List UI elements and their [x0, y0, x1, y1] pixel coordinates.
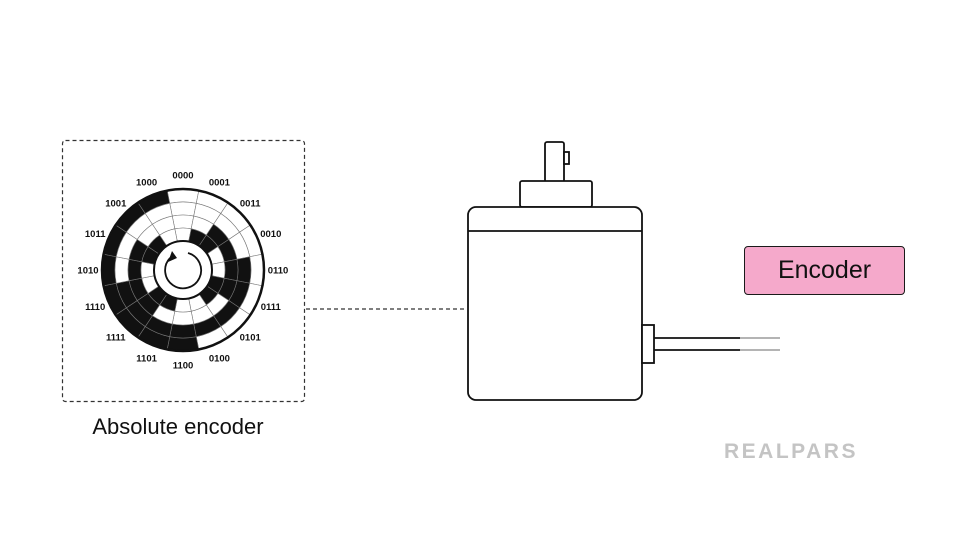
- disk-segment: [101, 253, 117, 287]
- disk-code-label: 1010: [77, 266, 98, 277]
- disk-code-label: 1111: [106, 333, 126, 344]
- disk-code-label: 0111: [261, 302, 282, 313]
- disk-code-label: 1100: [173, 361, 194, 372]
- disk-code-label: 0100: [209, 353, 230, 364]
- disk-code-label: 1001: [105, 198, 127, 209]
- encoder-disk: 0000 0001 0011 0010 0110 0111 0101 0100 1100 1101…: [77, 171, 288, 372]
- encoder-tag: Encoder: [744, 246, 905, 295]
- device-flange: [519, 180, 593, 208]
- device-shaft: [544, 141, 565, 183]
- device-body: [467, 206, 643, 401]
- disk-code-label: 0001: [209, 178, 231, 189]
- disk-segment: [211, 261, 226, 279]
- disk-segment: [171, 214, 195, 230]
- disk-segment: [174, 298, 192, 313]
- disk-segment: [223, 258, 239, 282]
- disk-code-label: 1110: [85, 302, 105, 313]
- disk-segment: [166, 188, 200, 204]
- rotation-arrowhead-icon: [168, 251, 177, 262]
- disk-code-label: 1000: [136, 178, 157, 189]
- disk-segment: [169, 201, 197, 217]
- disk-code-label: 0011: [240, 198, 261, 209]
- rotation-arrow-icon: [164, 252, 202, 290]
- disk-segment: [140, 261, 155, 279]
- disk-hub: [153, 240, 213, 300]
- disk-code-label: 0110: [268, 266, 289, 277]
- disk-code-label: 1101: [136, 353, 157, 364]
- disk-segment: [114, 256, 130, 284]
- disk-code-label: 0000: [172, 171, 193, 182]
- disk-code-label: 0010: [260, 229, 281, 240]
- device-cable: [654, 337, 780, 351]
- disk-segment: [171, 310, 195, 326]
- device-cable-gland: [641, 324, 655, 364]
- disk-segment: [127, 258, 143, 282]
- device-shaft-key: [563, 151, 570, 165]
- brand-logo: REALPARS: [724, 440, 858, 463]
- disk-code-label: 1011: [85, 229, 106, 240]
- disk-segment: [166, 336, 200, 352]
- diagram-caption: Absolute encoder: [92, 414, 264, 439]
- disk-segment: [174, 227, 192, 242]
- disk-segment: [236, 256, 252, 284]
- encoder-device: [467, 141, 655, 401]
- disk-outer-ring: [100, 187, 266, 353]
- encoder-disk-frame: [61, 139, 306, 403]
- disk-segment: [169, 323, 197, 339]
- disk-code-label: 0101: [240, 333, 262, 344]
- disk-segment: [249, 253, 265, 287]
